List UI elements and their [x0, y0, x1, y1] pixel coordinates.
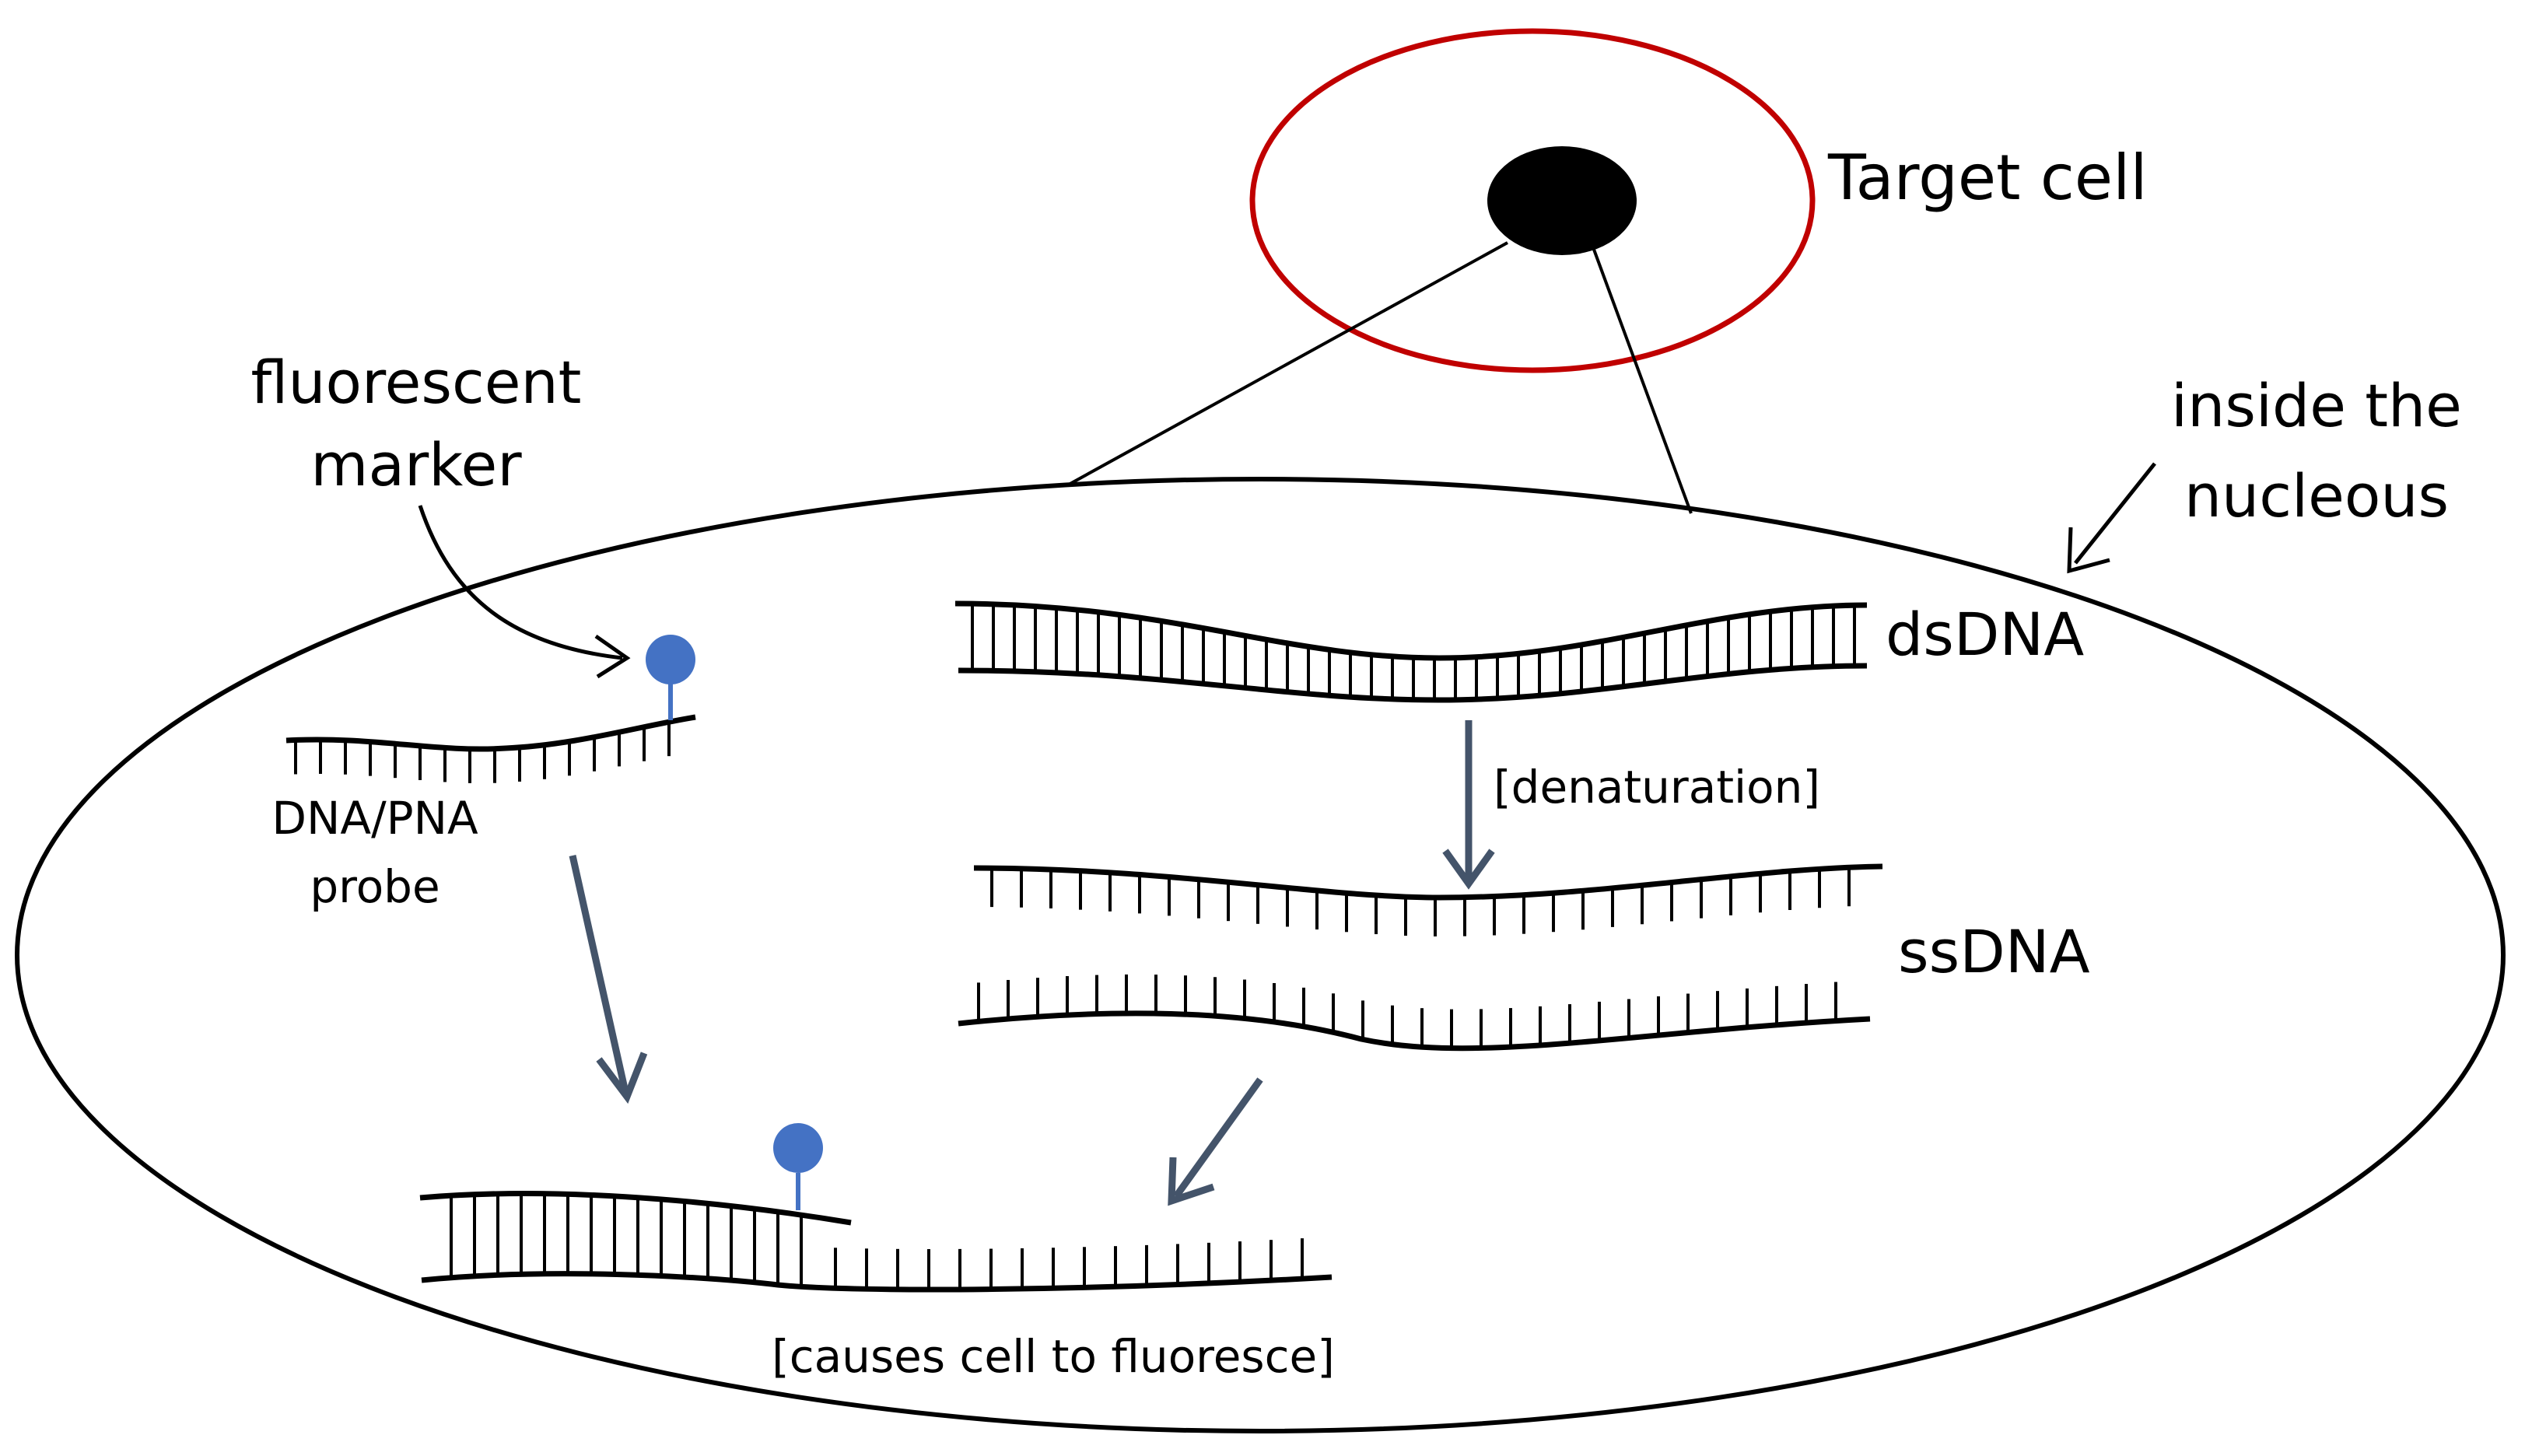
hybridized-complex — [419, 1123, 1333, 1293]
probe-fluorescent-marker — [646, 635, 695, 684]
hybrid-fluorescent-marker — [773, 1123, 823, 1173]
inside-nucleus-label-line1: inside the — [2171, 371, 2462, 440]
result-label: [causes cell to fluoresce] — [772, 1330, 1335, 1383]
fluorescent-marker-label-line2: marker — [310, 430, 522, 499]
probe-label-line1: DNA/PNA — [271, 792, 478, 845]
nucleus-pointer-arrow — [2067, 462, 2156, 574]
ssdna-label: ssDNA — [1898, 917, 2090, 986]
target-cell-nucleus — [1487, 146, 1637, 255]
probe-bases — [294, 722, 671, 783]
ssdna-strand-bottom — [958, 974, 1871, 1052]
marker-pointer-arrow — [418, 505, 631, 679]
ssdna-strand-top — [973, 863, 1883, 936]
dsdna-label: dsDNA — [1886, 600, 2084, 669]
dsdna-bottom-backbone — [958, 663, 1868, 703]
dsdna-base-pairs — [971, 604, 1856, 700]
zoom-line-left — [1066, 241, 1508, 487]
dna-pna-probe — [285, 635, 696, 783]
target-cell-label: Target cell — [1827, 142, 2148, 214]
hybridization-arrow-left — [569, 855, 648, 1104]
denaturation-arrow — [1442, 720, 1495, 890]
hybrid-base-pairs — [450, 1193, 803, 1287]
ssdna-top-bases — [990, 867, 1851, 936]
probe-label-line2: probe — [310, 860, 440, 913]
dsdna-top-backbone — [954, 600, 1868, 661]
ssdna-bottom-bases — [977, 974, 1837, 1048]
hybrid-target-backbone — [421, 1271, 1333, 1293]
fluorescent-marker-label-line1: fluorescent — [251, 348, 582, 417]
dsdna-strand — [954, 600, 1868, 703]
hybrid-probe-backbone — [419, 1191, 852, 1226]
denaturation-label: [denaturation] — [1494, 761, 1820, 814]
hybridization-arrow-right — [1168, 1077, 1263, 1206]
zoom-line-right — [1592, 247, 1693, 514]
nucleus-outline — [15, 477, 2506, 1433]
target-cell-outline — [1249, 28, 1816, 373]
inside-nucleus-label-line2: nucleous — [2184, 461, 2449, 530]
hybrid-free-bases — [834, 1238, 1304, 1290]
